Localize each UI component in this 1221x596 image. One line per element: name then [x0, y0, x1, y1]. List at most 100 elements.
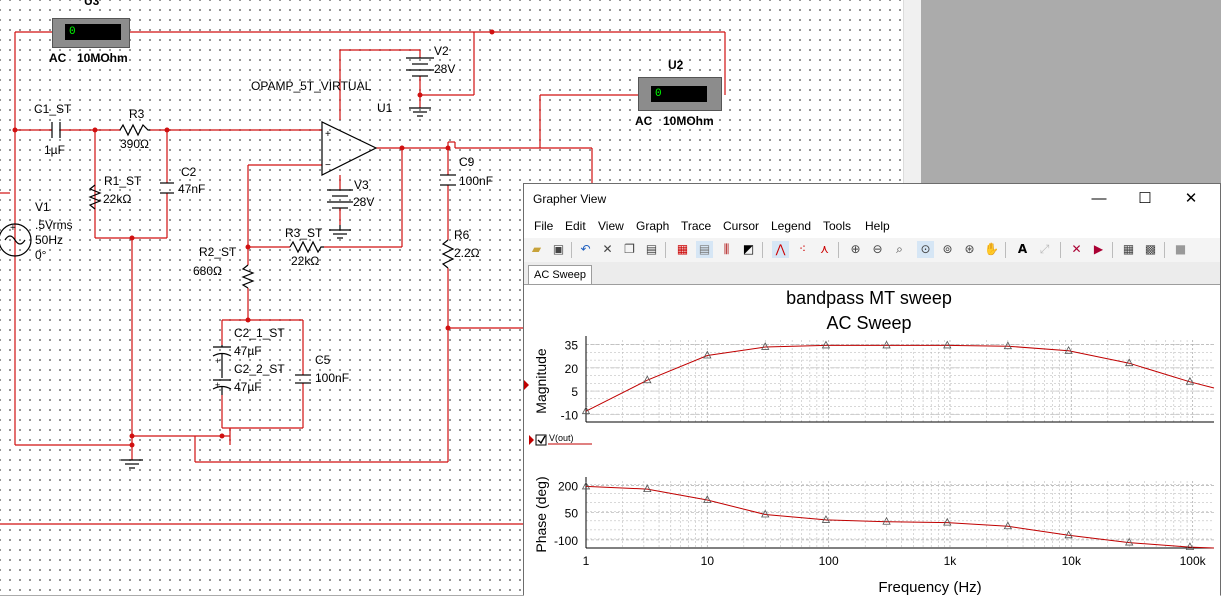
legend-checkbox[interactable] [535, 434, 547, 446]
label-v1: V1 [35, 200, 50, 214]
multimeter-u2[interactable]: 0 [638, 77, 722, 111]
cursors-icon[interactable]: ⫼ [723, 242, 730, 256]
grapher-window[interactable]: Grapher View — ☐ ✕ File Edit View Graph … [523, 183, 1221, 596]
label-r1-value: 22kΩ [103, 192, 132, 206]
minimize-button[interactable]: — [1091, 190, 1107, 207]
label-v3: V3 [354, 178, 369, 192]
phase-data-point [1125, 537, 1134, 546]
meter-display: 0 [65, 24, 121, 40]
menu-edit[interactable]: Edit [565, 219, 586, 233]
label-c5: C5 [315, 353, 331, 367]
copy-icon[interactable]: ❐ [624, 242, 635, 256]
svg-text:+: + [215, 380, 220, 390]
mag-data-point [1003, 341, 1013, 350]
mag-data-point [643, 375, 652, 384]
points-plot-icon[interactable]: ⁖ [798, 242, 807, 256]
mag-data-point [703, 350, 712, 359]
save-icon[interactable]: ▣ [552, 242, 565, 256]
grid-icon[interactable]: ▦ [676, 242, 689, 256]
pan-hand-icon[interactable]: ✋ [984, 242, 999, 256]
svg-text:−: − [325, 160, 331, 171]
zoom-full-icon[interactable]: ⊙ [917, 241, 934, 258]
text-icon[interactable]: A [1017, 242, 1028, 256]
mag-data-point [821, 340, 831, 349]
mag-y-axis-label: Magnitude [533, 348, 549, 414]
zoom-y-icon[interactable]: ⊛ [964, 242, 975, 256]
export-excel-icon[interactable]: ▦ [1122, 242, 1135, 256]
label-v1-phase: 0° [35, 248, 47, 262]
label-c21-value: 47µF [234, 344, 262, 358]
label-r3st-value: 22kΩ [291, 254, 320, 268]
label-v1-frequency: 50Hz [35, 233, 64, 247]
meter-name: U3 [84, 0, 100, 8]
label-r2: R2_ST [199, 245, 237, 259]
phase-data-point [821, 515, 831, 523]
menu-graph[interactable]: Graph [636, 219, 670, 233]
phase-data-point [1064, 530, 1073, 539]
phase-data-point [943, 517, 952, 526]
phase-y-tick-label: 50 [565, 507, 579, 521]
zoom-x-icon[interactable]: ⊚ [942, 242, 953, 256]
mag-data-point [882, 340, 891, 349]
legend-icon[interactable]: ▤ [696, 241, 713, 258]
reverse-colors-icon[interactable]: ◩ [742, 242, 755, 256]
maximize-button[interactable]: ☐ [1138, 190, 1152, 207]
paste-icon[interactable]: ▤ [645, 242, 658, 256]
mag-y-tick-label: 20 [565, 362, 579, 376]
menu-legend[interactable]: Legend [771, 219, 812, 233]
meter-mode: AC [49, 51, 67, 65]
mag-data-point [581, 406, 591, 415]
svg-text:+: + [325, 129, 331, 140]
graph-subtitle: AC Sweep [826, 313, 912, 333]
line-plot-icon[interactable]: ⋀ [772, 241, 789, 258]
label-c9-value: 100nF [459, 174, 494, 188]
x-tick-label: 1 [583, 554, 590, 568]
schematic-wiring: + − + + + [0, 29, 726, 525]
tab-ac-sweep[interactable]: AC Sweep [528, 265, 592, 284]
title-bar[interactable]: Grapher View — ☐ ✕ [524, 184, 1220, 214]
mag-data-point [1064, 345, 1073, 354]
x-tick-label: 1k [944, 554, 958, 568]
legend-label: V(out) [549, 433, 574, 443]
graph-title: bandpass MT sweep [786, 288, 952, 308]
menu-bar: File Edit View Graph Trace Cursor Legend… [524, 217, 1220, 237]
svg-text:+: + [215, 356, 220, 366]
cut-icon[interactable]: ✕ [602, 242, 613, 256]
menu-cursor[interactable]: Cursor [723, 219, 760, 233]
phase-data-point [882, 516, 891, 525]
zoom-out-icon[interactable]: ⊖ [872, 242, 883, 256]
mag-series-line [585, 344, 1215, 412]
overlay-traces-icon[interactable]: ✕ [1071, 242, 1082, 256]
close-button[interactable]: ✕ [1184, 190, 1198, 207]
undo-icon[interactable]: ↶ [580, 242, 591, 256]
phase-data-point [1003, 521, 1013, 530]
line-points-plot-icon[interactable]: ⋏ [820, 242, 829, 256]
menu-tools[interactable]: Tools [823, 219, 852, 233]
open-folder-icon[interactable]: ▰ [531, 242, 542, 256]
mag-data-point [761, 342, 770, 350]
phase-data-point [703, 495, 712, 503]
select-marks-icon[interactable]: ⤢ [1039, 242, 1050, 256]
mag-data-point [943, 340, 952, 349]
label-r1: R1_ST [104, 174, 142, 188]
menu-file[interactable]: File [534, 219, 554, 233]
meter-name: U2 [668, 58, 684, 72]
phase-data-point [581, 481, 591, 490]
zoom-in-icon[interactable]: ⊕ [850, 242, 861, 256]
phase-y-tick-label: -100 [554, 534, 578, 548]
menu-trace[interactable]: Trace [681, 219, 712, 233]
checkmark-icon [537, 435, 546, 445]
menu-help[interactable]: Help [865, 219, 890, 233]
trace-marker [529, 435, 534, 445]
zoom-area-icon[interactable]: ⌕ [896, 242, 903, 256]
mag-y-tick-label: 35 [565, 339, 579, 353]
multimeter-u3[interactable]: 0 [52, 18, 130, 48]
stop-icon[interactable]: ■ [1174, 242, 1187, 256]
select-trace-icon[interactable]: ▶ [1093, 242, 1104, 256]
menu-view[interactable]: View [598, 219, 624, 233]
mag-data-point [1185, 376, 1195, 385]
export-mathcad-icon[interactable]: ▩ [1144, 242, 1157, 256]
tab-strip: AC Sweep [524, 262, 1220, 285]
